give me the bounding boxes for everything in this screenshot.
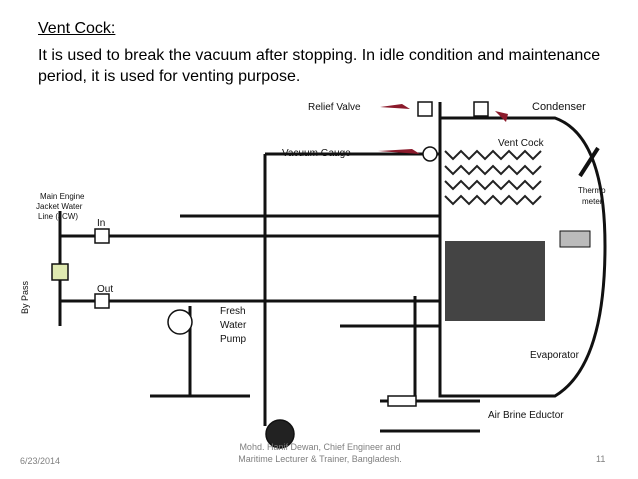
eductor-body (387, 395, 417, 407)
jcw-label-1: Main Engine (40, 192, 85, 201)
thermometer-stem (578, 146, 600, 178)
fresh-water-label-3: Pump (220, 334, 247, 345)
thermometer-label-2: meter (582, 197, 603, 206)
out-label: Out (97, 284, 113, 295)
fresh-water-label-1: Fresh (220, 306, 246, 317)
footer-date: 6/23/2014 (20, 456, 61, 466)
thermometer-label-1: Thermo (578, 186, 606, 195)
jcw-label-2: Jacket Water (36, 202, 83, 211)
evaporator-label: Evaporator (530, 350, 580, 361)
slide-body-text: It is used to break the vacuum after sto… (38, 47, 601, 85)
fresh-water-label-2: Water (220, 320, 247, 331)
vent-cock-label: Vent Cock (498, 138, 545, 149)
vent-cock-arrow (495, 111, 508, 122)
relief-valve-icon (417, 101, 433, 117)
footer-author: Mohd. Hanif Dewan, Chief Engineer and Ma… (200, 441, 440, 465)
condenser-coils (444, 149, 542, 206)
out-valve-icon (94, 293, 110, 309)
vacuum-gauge-label: Vacuum Gauge (282, 148, 351, 159)
jcw-label-3: Line (JCW) (38, 212, 78, 221)
vacuum-gauge-arrow (378, 149, 420, 154)
by-pass-label: By Pass (20, 280, 30, 314)
vent-cock-icon (473, 101, 489, 117)
slide-title: Vent Cock: (38, 20, 116, 37)
relief-valve-label: Relief Valve (308, 102, 361, 113)
footer-page-number: 11 (596, 454, 606, 464)
in-valve-icon (94, 228, 110, 244)
fresh-water-pump-icon (167, 309, 193, 335)
bypass-valve-icon (51, 263, 69, 281)
condenser-label: Condenser (532, 101, 586, 113)
eductor-pump-icon (265, 419, 295, 449)
footer-author-line1: Mohd. Hanif Dewan, Chief Engineer and (239, 442, 401, 452)
footer-author-line2: Maritime Lecturer & Trainer, Bangladesh. (238, 454, 402, 464)
relief-valve-arrow (380, 104, 410, 109)
air-brine-eductor-label: Air Brine Eductor (488, 410, 564, 421)
fresh-water-generator-diagram: Relief Valve Condenser Vent Cock Vacuum … (20, 101, 607, 449)
in-label: In (97, 218, 105, 229)
evaporator-coils (445, 241, 545, 321)
vacuum-gauge-icon (422, 146, 438, 162)
demister (559, 230, 591, 248)
